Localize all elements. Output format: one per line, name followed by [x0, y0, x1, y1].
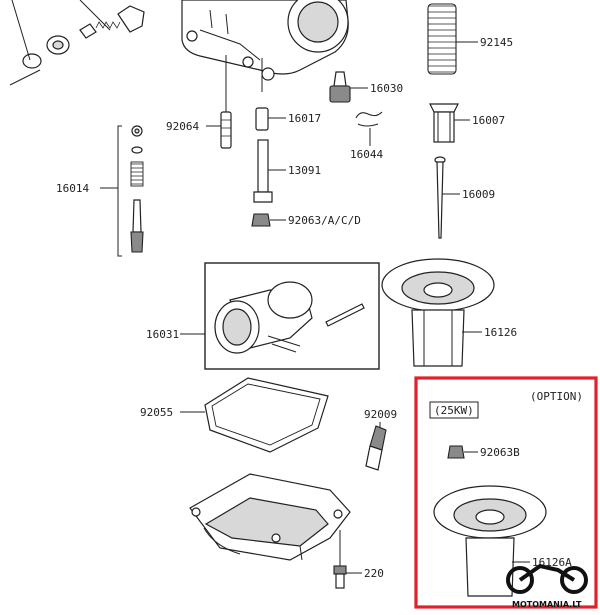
air-screw-assembly — [9, 0, 145, 86]
label-92064: 92064 — [166, 120, 199, 133]
label-92145: 92145 — [480, 36, 513, 49]
motomania-logo: MOTOMANIA.LT — [506, 563, 588, 609]
label-92063acd: 92063/A/C/D — [288, 214, 361, 227]
label-220: 220 — [364, 567, 384, 580]
needle-jet-13091: 13091 — [253, 139, 321, 203]
label-25kw: (25KW) — [434, 404, 474, 417]
label-16009: 16009 — [462, 188, 495, 201]
float-bowl — [189, 473, 351, 561]
gasket-92055: 92055 — [140, 377, 329, 453]
part-16017: 16017 — [255, 107, 321, 131]
screw-220: 220 — [333, 530, 384, 589]
drain-screw-92009: 92009 — [364, 408, 397, 471]
label-92063b: 92063B — [480, 446, 520, 459]
label-92009: 92009 — [364, 408, 397, 421]
needle-valve-16030: 16030 — [329, 71, 403, 103]
label-13091: 13091 — [288, 164, 321, 177]
label-16044: 16044 — [350, 148, 383, 161]
diaphragm-16126: 16126 — [381, 258, 517, 367]
label-16014: 16014 — [56, 182, 89, 195]
holder-16007: 16007 — [429, 103, 505, 143]
pilot-screw-assembly-16014: 16014 — [56, 125, 144, 257]
label-option: (OPTION) — [530, 390, 583, 403]
main-jet-92063acd: 92063/A/C/D — [251, 213, 361, 227]
jet-92064: 92064 — [166, 111, 232, 149]
label-16007: 16007 — [472, 114, 505, 127]
label-16126: 16126 — [484, 326, 517, 339]
option-kit-box: (OPTION) (25KW) 92063B 16126A — [414, 376, 598, 609]
jet-needle-16009: 16009 — [434, 156, 495, 239]
label-16031: 16031 — [146, 328, 179, 341]
throttle-valve-box-16031: 16031 — [146, 262, 380, 370]
carburetor-body — [181, 0, 349, 112]
label-16030: 16030 — [370, 82, 403, 95]
spring-92145: 92145 — [427, 3, 513, 75]
watermark-text: MOTOMANIA.LT — [512, 600, 582, 609]
label-92055: 92055 — [140, 406, 173, 419]
clip-16044: 16044 — [350, 111, 383, 161]
label-16017: 16017 — [288, 112, 321, 125]
